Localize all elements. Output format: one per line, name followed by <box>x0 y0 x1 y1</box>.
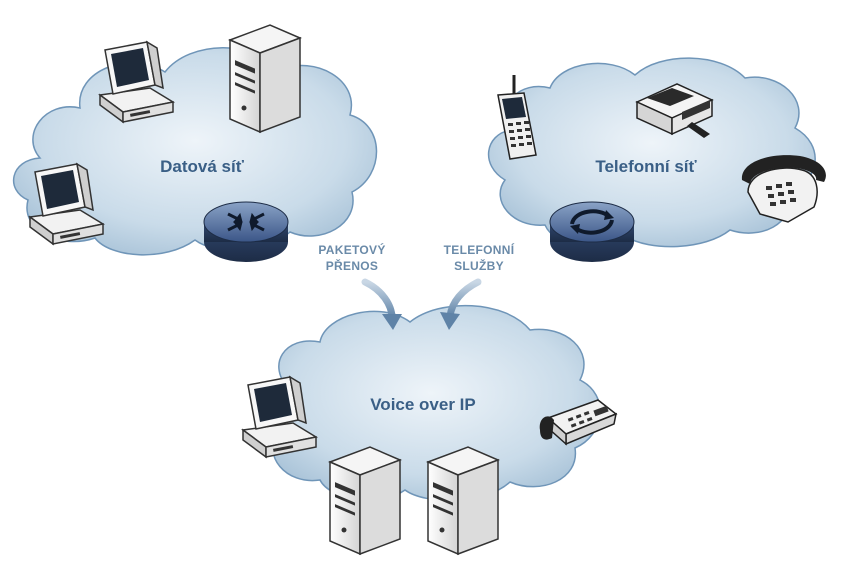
telephony-services-label-line2: SLUŽBY <box>454 258 504 273</box>
telephony-switch-icon <box>549 201 635 262</box>
packet-transfer-label-line1: PAKETOVÝ <box>318 242 385 257</box>
voip-label: Voice over IP <box>370 395 476 414</box>
mobile-phone-icon <box>497 75 537 160</box>
telephony-services-arrow <box>440 278 482 330</box>
server-tower-icon <box>329 446 401 555</box>
voip-cloud <box>261 304 601 502</box>
fax-machine-icon <box>635 83 714 138</box>
desk-phone-icon <box>741 155 826 223</box>
ip-phone-icon <box>539 399 618 446</box>
server-tower-icon <box>427 446 499 555</box>
phone-network-cloud <box>488 57 816 248</box>
phone-network-label: Telefonní síť <box>595 157 697 176</box>
packet-transfer-label-line2: PŘENOS <box>326 258 378 273</box>
telephony-services-label-line1: TELEFONNÍ <box>444 242 515 257</box>
server-tower-icon <box>227 24 303 134</box>
data-network-label: Datová síť <box>160 157 245 176</box>
desktop-computer-icon <box>98 40 176 124</box>
packet-transfer-arrow <box>361 278 402 330</box>
router-icon <box>203 201 289 262</box>
